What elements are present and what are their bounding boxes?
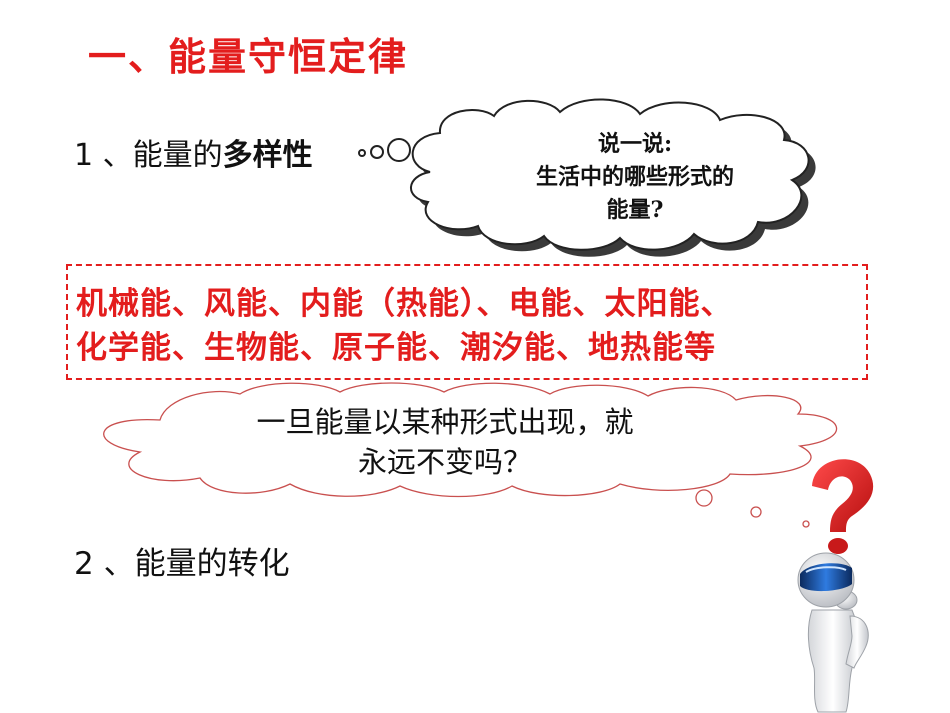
thought-dots bbox=[358, 138, 411, 162]
energy-forms-line-2: 化学能、生物能、原子能、潮汐能、地热能等 bbox=[76, 330, 716, 366]
energy-forms-line-1: 机械能、风能、内能（热能）、电能、太阳能、 bbox=[76, 286, 733, 322]
section-1-number: 1 、 bbox=[74, 138, 133, 173]
slide-title: 一、能量守恒定律 bbox=[88, 35, 409, 79]
energy-forms-box: 机械能、风能、内能（热能）、电能、太阳能、 化学能、生物能、原子能、潮汐能、地热… bbox=[66, 264, 868, 380]
thinking-figure-icon bbox=[797, 552, 869, 713]
question-line-1: 一旦能量以某种形式出现，就 bbox=[256, 405, 634, 439]
thought-cloud bbox=[410, 98, 816, 257]
question-cloud-text: 一旦能量以某种形式出现，就 永远不变吗？ bbox=[175, 402, 715, 482]
section-1-heading: 1 、能量的多样性 bbox=[74, 130, 313, 174]
question-cloud bbox=[103, 382, 838, 528]
thought-line-1: 说一说: bbox=[597, 131, 673, 157]
question-line-2: 永远不变吗？ bbox=[357, 445, 532, 479]
question-mark-icon bbox=[812, 459, 874, 554]
section-1-bold: 多样性 bbox=[222, 138, 313, 173]
section-1-prefix: 能量的 bbox=[132, 138, 223, 173]
section-2-heading: 2 、能量的转化 bbox=[74, 546, 290, 582]
thought-bubble-text: 说一说: 生活中的哪些形式的 能量? bbox=[470, 128, 800, 227]
thought-line-2: 生活中的哪些形式的 bbox=[535, 164, 734, 190]
thought-line-3: 能量? bbox=[606, 197, 664, 223]
